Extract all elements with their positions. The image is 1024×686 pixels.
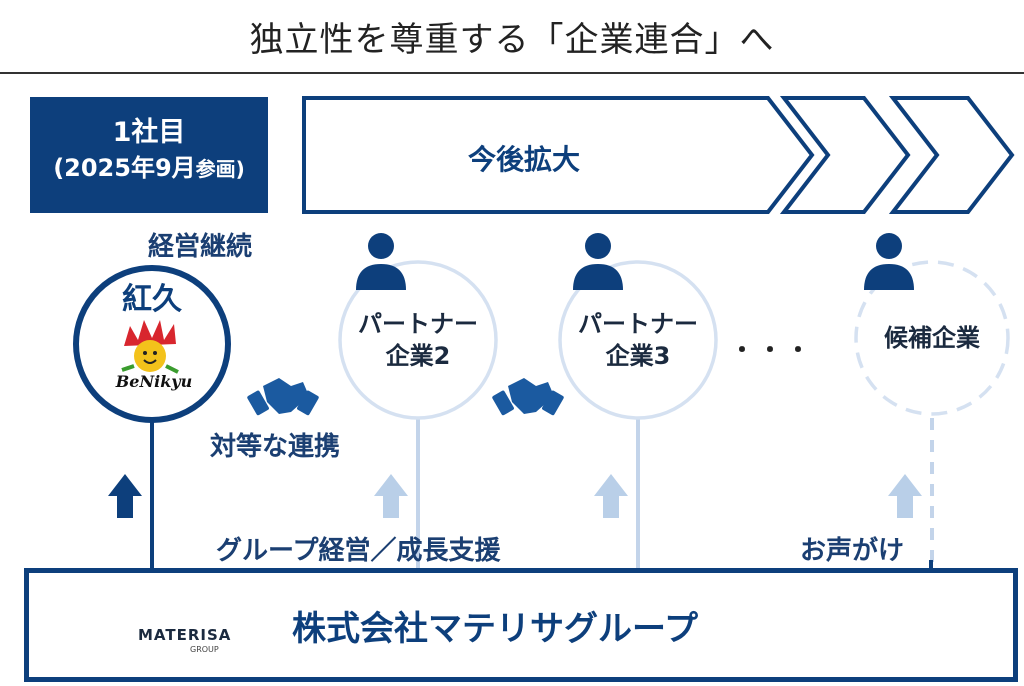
partner3-label: パートナー 企業3 xyxy=(560,308,716,372)
person-icon xyxy=(864,233,914,290)
partner2-label: パートナー 企業2 xyxy=(340,308,496,372)
invite-label: お声がけ xyxy=(800,536,905,566)
up-arrow-icon xyxy=(374,474,408,518)
invite-tick xyxy=(929,560,933,568)
handshake-icon xyxy=(492,378,564,416)
future-expansion-arrow xyxy=(302,96,815,214)
chevron-3 xyxy=(888,96,1015,214)
up-arrow-icon xyxy=(888,474,922,518)
future-expansion-label: 今後拡大 xyxy=(468,143,581,176)
partner2-line2: 企業2 xyxy=(385,342,451,370)
continue-management-label: 経営継続 xyxy=(148,232,253,262)
materisa-logo-sub: GROUP xyxy=(190,645,219,654)
candidate-circle xyxy=(854,260,1010,416)
handshake-icon xyxy=(247,378,319,416)
materisa-logo-name: MATERISA xyxy=(138,626,232,644)
benikyu-logo-text: BeNikyu xyxy=(115,372,193,391)
materisa-group-box xyxy=(24,568,1018,682)
up-arrow-icon xyxy=(594,474,628,518)
materisa-company-name: 株式会社マテリサグループ xyxy=(292,609,698,649)
partner2-circle xyxy=(338,260,498,420)
more-partners-ellipsis: ・・・ xyxy=(730,336,814,364)
person-icon xyxy=(356,233,406,290)
partner3-line1: パートナー xyxy=(578,310,698,338)
chevron-2 xyxy=(779,96,911,214)
group-support-label: グループ経営／成長支援 xyxy=(216,536,501,566)
first-company-date: (2025年9月 xyxy=(53,154,196,182)
title-divider xyxy=(0,72,1024,74)
first-company-line1: 1社目 xyxy=(112,117,186,148)
first-company-line2: (2025年9月参画) xyxy=(30,151,268,186)
partner3-circle xyxy=(558,260,718,420)
up-arrow-icon xyxy=(108,474,142,518)
benikyu-name: 紅久 xyxy=(122,282,182,317)
partner2-line1: パートナー xyxy=(358,310,478,338)
alliance-label: 対等な連携 xyxy=(210,432,341,462)
first-company-join: 参画) xyxy=(195,157,245,181)
person-icon xyxy=(573,233,623,290)
page-title: 独立性を尊重する「企業連合」へ xyxy=(249,20,775,60)
benikyu-mascot-logo xyxy=(121,320,179,374)
candidate-label: 候補企業 xyxy=(884,324,980,352)
partner3-line2: 企業3 xyxy=(605,342,671,370)
first-company-box: 1社目 (2025年9月参画) xyxy=(30,97,268,213)
